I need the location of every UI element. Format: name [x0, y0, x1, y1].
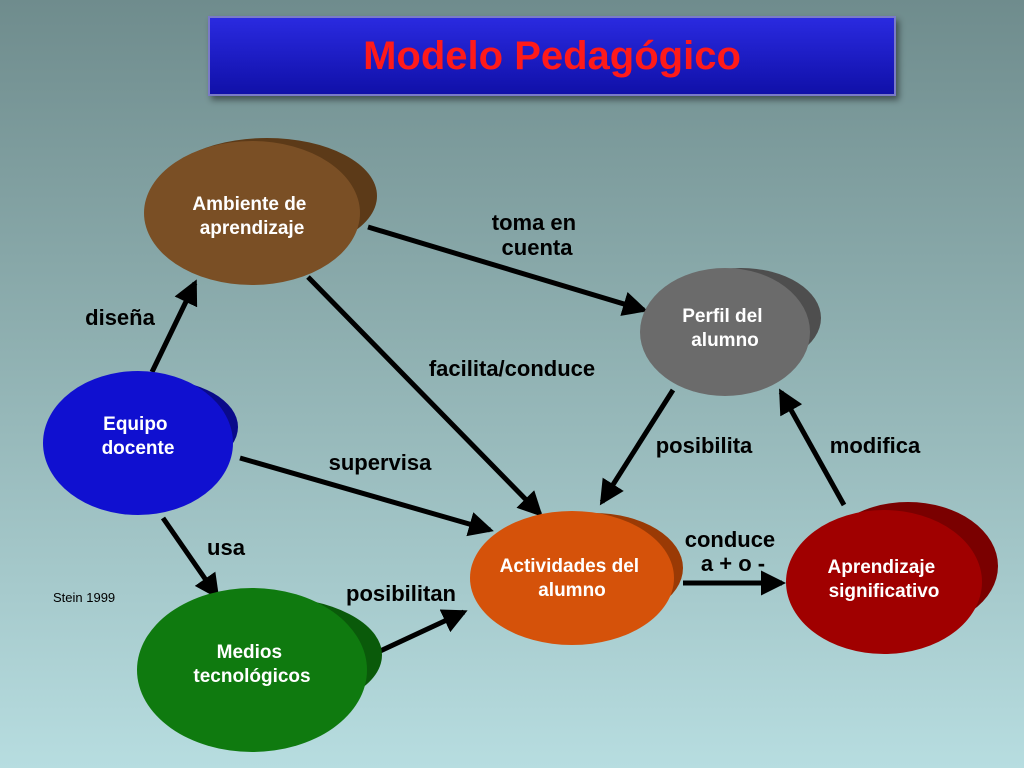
node-perfil-alumno: Perfil del alumno	[640, 268, 821, 396]
edge-label-toma-en-cuenta: toma en cuenta	[492, 210, 582, 260]
edge-label-supervisa: supervisa	[329, 450, 432, 475]
arrow-ambiente-to-actividades	[306, 275, 543, 517]
node-medios-tecnologicos: Medios tecnológicos	[137, 588, 382, 752]
node-aprendizaje-label: Aprendizaje significativo	[828, 557, 941, 602]
node-aprendizaje-significativo: Aprendizaje significativo	[786, 502, 998, 654]
node-actividades-alumno: Actividades del alumno	[470, 511, 683, 645]
arrow-ambiente-to-perfil	[367, 224, 648, 316]
page-title: Modelo Pedagógico	[363, 33, 741, 78]
arrows	[149, 224, 847, 655]
node-ambiente-aprendizaje: Ambiente de aprendizaje	[144, 138, 377, 285]
arrow-equipo-to-medios	[160, 516, 220, 600]
arrow-aprendizaje-to-perfil	[778, 388, 847, 507]
title-banner: Modelo Pedagógico	[208, 16, 896, 96]
edge-label-posibilita: posibilita	[656, 433, 753, 458]
node-actividades-label: Actividades del alumno	[500, 556, 645, 601]
arrow-equipo-to-ambiente	[149, 279, 198, 374]
arrow-equipo-to-actividades	[239, 455, 494, 537]
edge-label-conduce: conduce a + o -	[685, 527, 782, 576]
edge-label-facilita-conduce: facilita/conduce	[429, 356, 595, 381]
node-medios-label: Medios tecnológicos	[193, 642, 310, 687]
edge-label-modifica: modifica	[830, 433, 921, 458]
edge-label-usa: usa	[207, 535, 246, 560]
arrow-perfil-to-actividades	[599, 388, 676, 506]
node-perfil-label: Perfil del alumno	[682, 306, 768, 351]
edge-label-posibilitan: posibilitan	[346, 581, 456, 606]
node-equipo-docente: Equipo docente	[43, 371, 238, 515]
edge-label-disena: diseña	[85, 305, 155, 330]
node-equipo-label: Equipo docente	[102, 414, 175, 459]
citation: Stein 1999	[53, 590, 115, 605]
node-ambiente-label: Ambiente de aprendizaje	[192, 194, 311, 239]
arrow-medios-to-actividades	[376, 609, 468, 655]
